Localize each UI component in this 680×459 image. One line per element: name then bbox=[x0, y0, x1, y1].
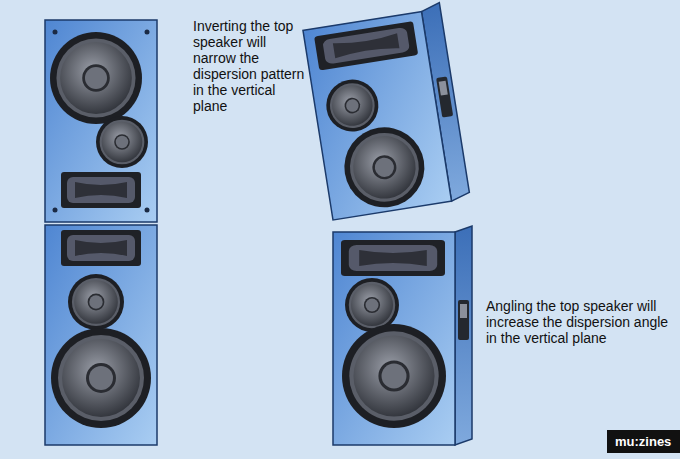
watermark-text: mu:zines bbox=[615, 434, 672, 449]
right-stack bbox=[302, 3, 472, 445]
left-stack bbox=[45, 20, 157, 445]
caption-text: Angling the top speaker will increase th… bbox=[486, 298, 674, 346]
watermark-badge: mu:zines bbox=[607, 430, 680, 453]
caption-text: Inverting the top speaker will narrow th… bbox=[193, 18, 305, 114]
